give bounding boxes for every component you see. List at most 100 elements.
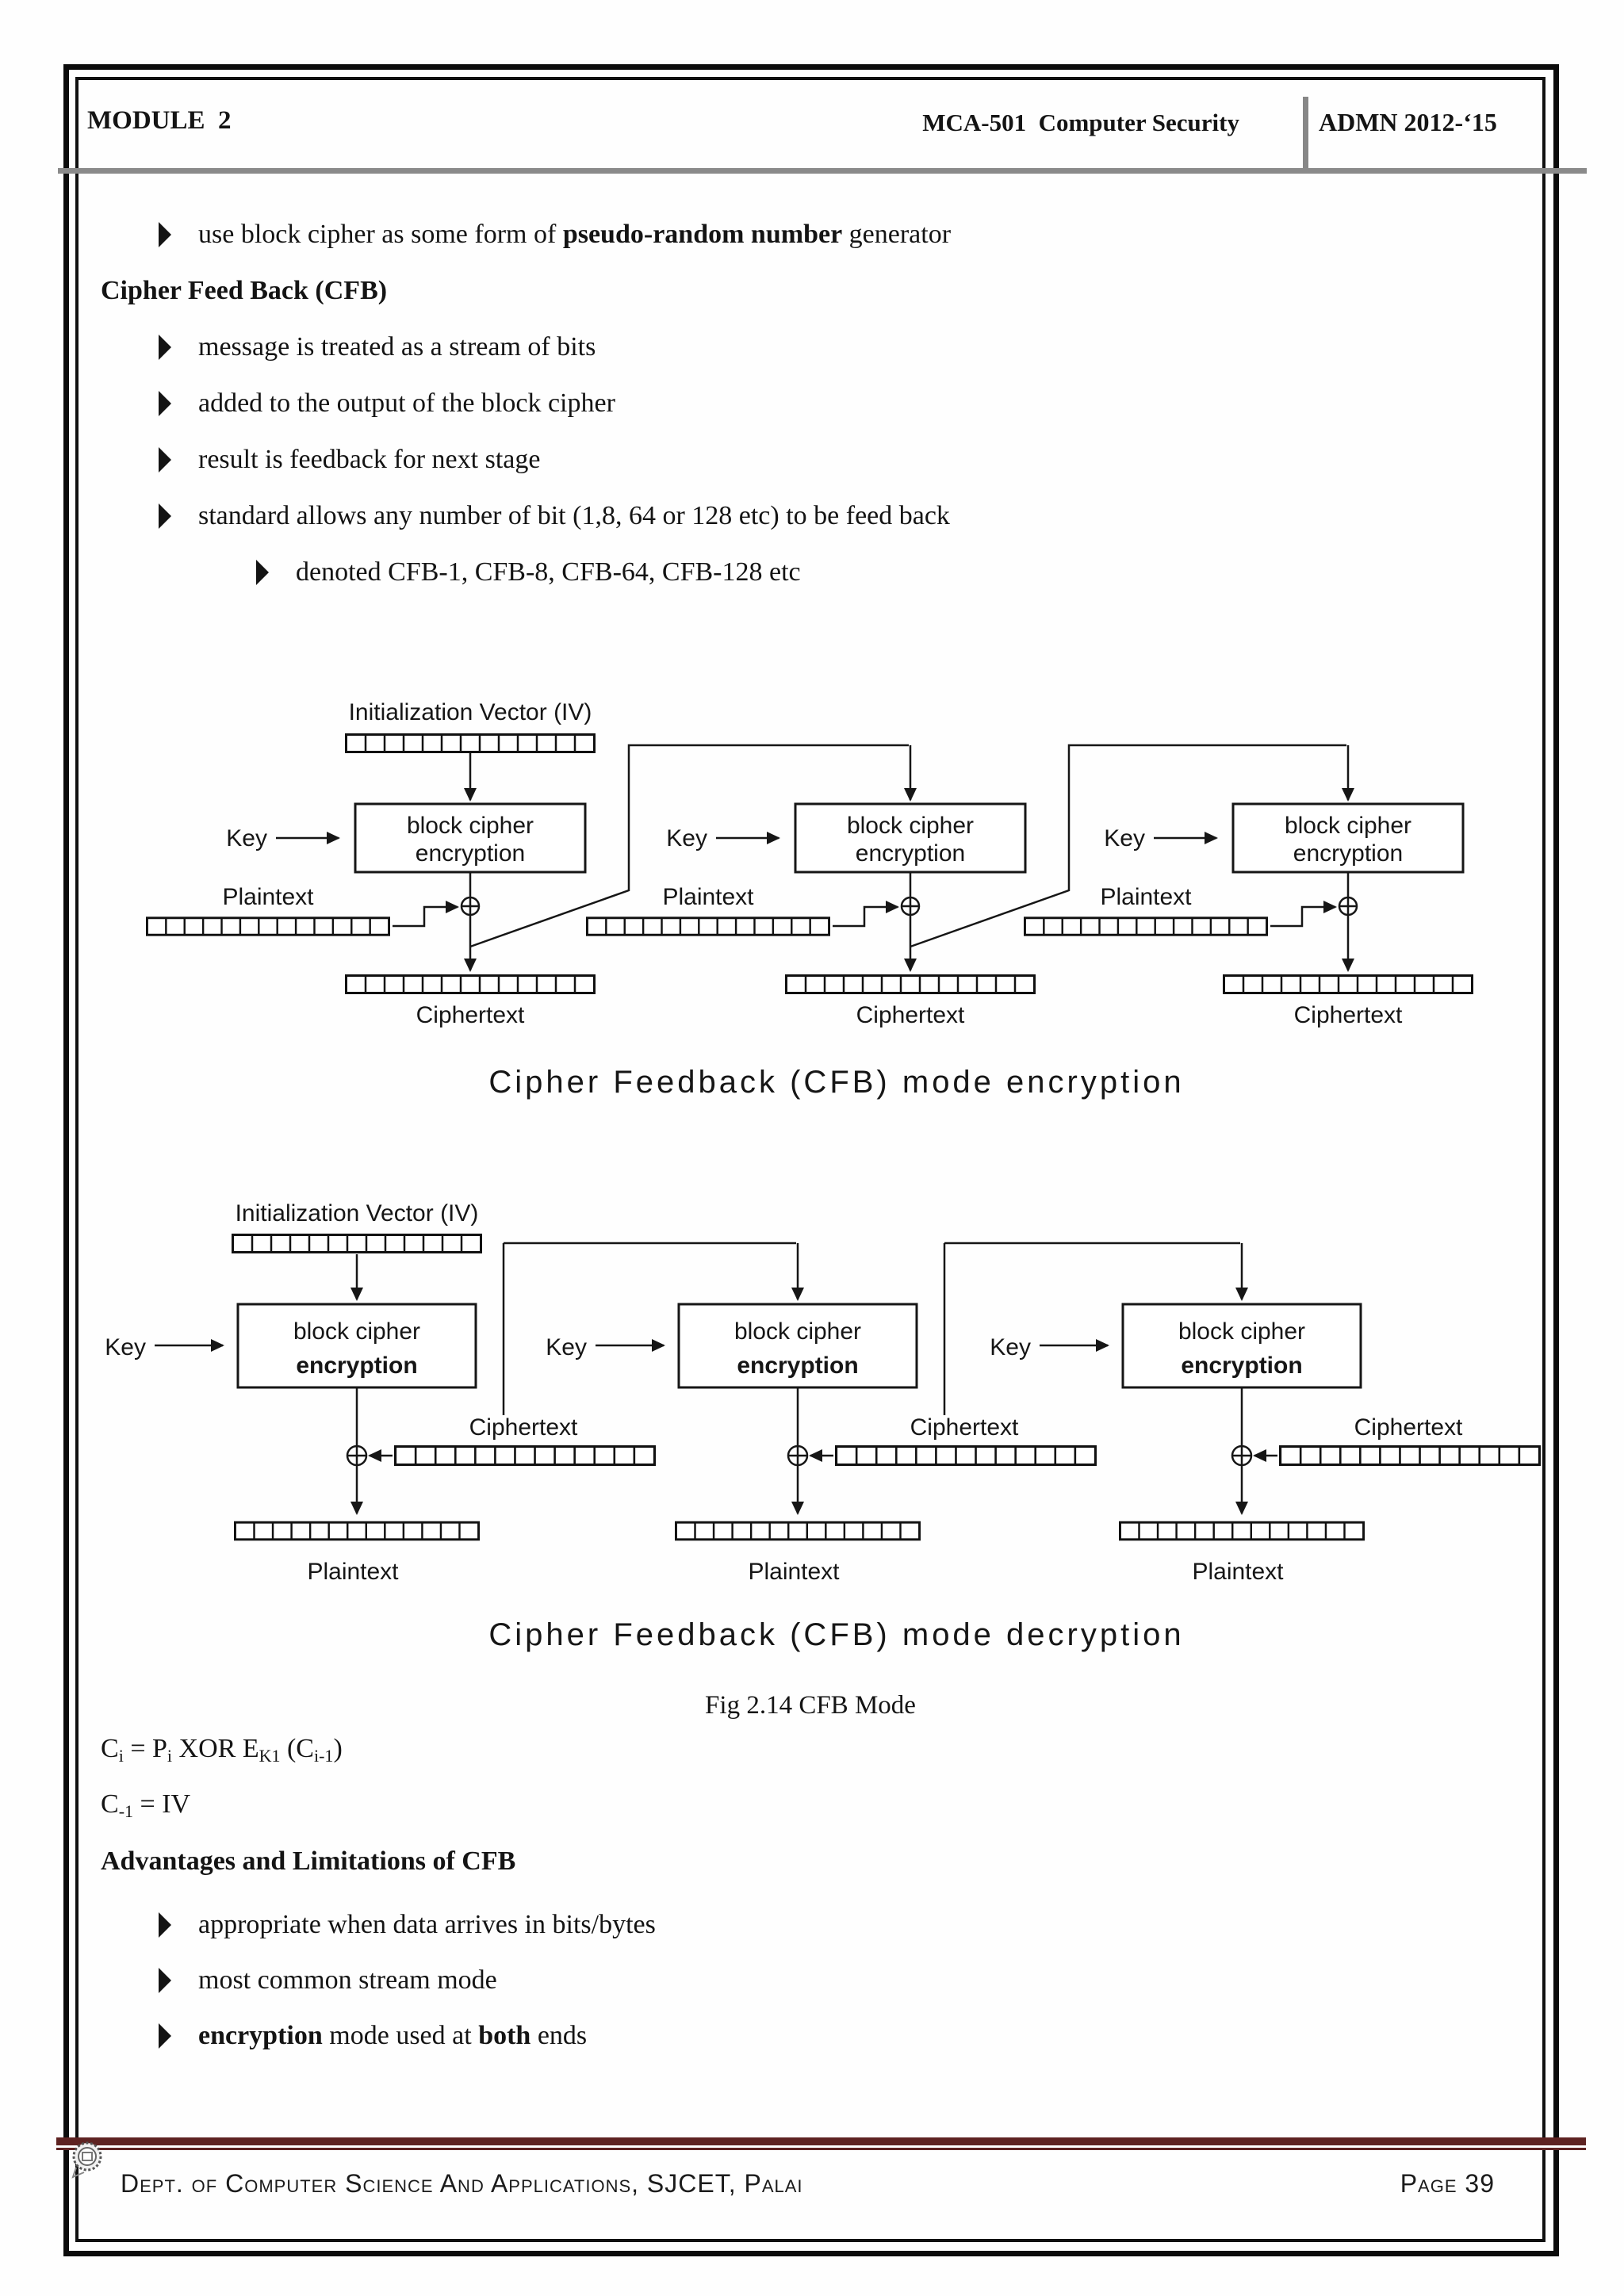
section-heading-cfb: Cipher Feed Back (CFB)	[101, 276, 388, 305]
formula-subscript: i	[118, 1746, 124, 1766]
formula-text: )	[333, 1734, 343, 1763]
bullet-text: use block cipher as some form of	[198, 220, 563, 249]
dec-ciphertext-label: Ciphertext	[469, 1414, 578, 1441]
cfb-decryption-diagram: Initialization Vector (IV) Key Key Key b…	[105, 1200, 1541, 1652]
bullet-item: standard allows any number of bit (1,8, …	[159, 500, 950, 532]
bit-register	[675, 1521, 921, 1541]
bullet-text: standard allows any number of bit (1,8, …	[198, 501, 950, 530]
dec-plaintext-label: Plaintext	[748, 1559, 840, 1585]
bullet-triangle-icon	[159, 335, 171, 360]
bullet-text: ends	[530, 2021, 588, 2050]
bullet-item: appropriate when data arrives in bits/by…	[159, 1909, 656, 1941]
dec-diagram-title: Cipher Feedback (CFB) mode decryption	[488, 1617, 1184, 1652]
enc-plaintext-label: Plaintext	[1100, 884, 1192, 910]
section-heading-advantages: Advantages and Limitations of CFB	[101, 1846, 516, 1876]
formula-text: = IV	[133, 1789, 191, 1819]
formula-text: C	[101, 1789, 119, 1819]
dec-ciphertext-label: Ciphertext	[910, 1414, 1019, 1441]
sub-bullet-item: denoted CFB-1, CFB-8, CFB-64, CFB-128 et…	[256, 557, 801, 588]
bit-register	[1223, 974, 1473, 994]
footer-department: Dept. of Computer Science And Applicatio…	[121, 2169, 803, 2198]
bullet-item: added to the output of the block cipher	[159, 388, 615, 419]
block-cipher-box	[236, 1303, 477, 1389]
bullet-item: result is feedback for next stage	[159, 444, 540, 476]
page-inner-border	[75, 77, 1545, 2242]
enc-key-label: Key	[1104, 825, 1145, 851]
dec-iv-label: Initialization Vector (IV)	[236, 1200, 479, 1226]
bullet-item: encryption mode used at both ends	[159, 2020, 587, 2052]
block-cipher-box	[794, 802, 1027, 874]
bullet-triangle-icon	[159, 1912, 171, 1938]
formula-text: C	[101, 1734, 119, 1763]
bullet-item: most common stream mode	[159, 1965, 497, 1996]
formula-subscript: -1	[118, 1801, 134, 1821]
bullet-triangle-icon	[159, 447, 171, 473]
plaintext-arrow	[393, 901, 459, 928]
enc-ciphertext-label: Ciphertext	[856, 1002, 965, 1028]
dec-key-label: Key	[105, 1334, 146, 1360]
enc-box-label: encryption	[1293, 840, 1403, 867]
bit-register	[1024, 916, 1268, 936]
block-cipher-box	[677, 1303, 918, 1389]
bullet-text-bold: encryption	[198, 2021, 323, 2050]
bit-register	[146, 916, 390, 936]
bit-register	[234, 1521, 480, 1541]
bullet-text: most common stream mode	[198, 1965, 497, 1995]
dec-plaintext-label: Plaintext	[307, 1559, 399, 1585]
bit-register	[394, 1445, 656, 1467]
cfb-encryption-diagram: Initialization Vector (IV) Key Key Key b…	[146, 699, 1473, 1100]
bullet-triangle-icon	[159, 503, 171, 529]
bullet-triangle-icon	[159, 2023, 171, 2049]
enc-box-label: block cipher	[847, 813, 974, 839]
header-admission-year: ADMN 2012-‘15	[1319, 108, 1497, 136]
formula-text: XOR E	[172, 1734, 259, 1763]
feedback-path	[469, 744, 909, 948]
bit-register	[345, 974, 596, 994]
plaintext-arrow	[1270, 901, 1337, 928]
enc-box-label: block cipher	[1285, 813, 1411, 839]
header-course-title: MCA-501 Computer Security	[922, 109, 1239, 136]
bullet-text: generator	[842, 220, 952, 249]
dec-box-label: block cipher	[293, 1318, 420, 1345]
bit-register	[785, 974, 1036, 994]
enc-ciphertext-label: Ciphertext	[416, 1002, 525, 1028]
dec-ciphertext-label: Ciphertext	[1354, 1414, 1463, 1441]
dec-box-label: encryption	[296, 1353, 417, 1379]
enc-plaintext-label: Plaintext	[222, 884, 314, 910]
header-rule	[58, 168, 1587, 174]
bit-register	[1119, 1521, 1365, 1541]
block-cipher-box	[1121, 1303, 1362, 1389]
bit-register	[586, 916, 830, 936]
formula-c-minus-1: C-1 = IV	[101, 1789, 191, 1821]
dec-box-label: block cipher	[1178, 1318, 1305, 1345]
bullet-text-bold: both	[478, 2021, 531, 2050]
bit-register	[1279, 1445, 1541, 1467]
bullet-item: use block cipher as some form of pseudo-…	[159, 219, 951, 251]
dec-box-label: encryption	[1181, 1353, 1302, 1379]
enc-key-label: Key	[666, 825, 707, 851]
enc-key-label: Key	[226, 825, 267, 851]
block-cipher-box	[354, 802, 587, 874]
enc-diagram-title: Cipher Feedback (CFB) mode encryption	[488, 1065, 1184, 1100]
formula-subscript: K1	[259, 1746, 281, 1766]
bit-register	[232, 1233, 482, 1254]
bullet-triangle-icon	[159, 222, 171, 247]
bit-register	[345, 733, 596, 753]
bullet-text: mode used at	[322, 2021, 479, 2050]
footer-rule	[56, 2137, 1586, 2150]
formula-subscript: i-1	[313, 1746, 334, 1766]
enc-box-label: encryption	[416, 840, 525, 867]
bit-register	[835, 1445, 1097, 1467]
bullet-text-bold: pseudo-random number	[562, 220, 843, 249]
bullet-text: denoted CFB-1, CFB-8, CFB-64, CFB-128 et…	[296, 557, 801, 587]
bullet-item: message is treated as a stream of bits	[159, 331, 596, 363]
header-module-title: MODULE 2	[87, 106, 232, 135]
bullet-triangle-icon	[159, 391, 171, 416]
institution-logo-icon	[71, 2141, 102, 2179]
dec-key-label: Key	[990, 1334, 1031, 1360]
figure-caption: Fig 2.14 CFB Mode	[705, 1691, 916, 1720]
enc-ciphertext-label: Ciphertext	[1294, 1002, 1403, 1028]
plaintext-arrow	[833, 901, 899, 928]
